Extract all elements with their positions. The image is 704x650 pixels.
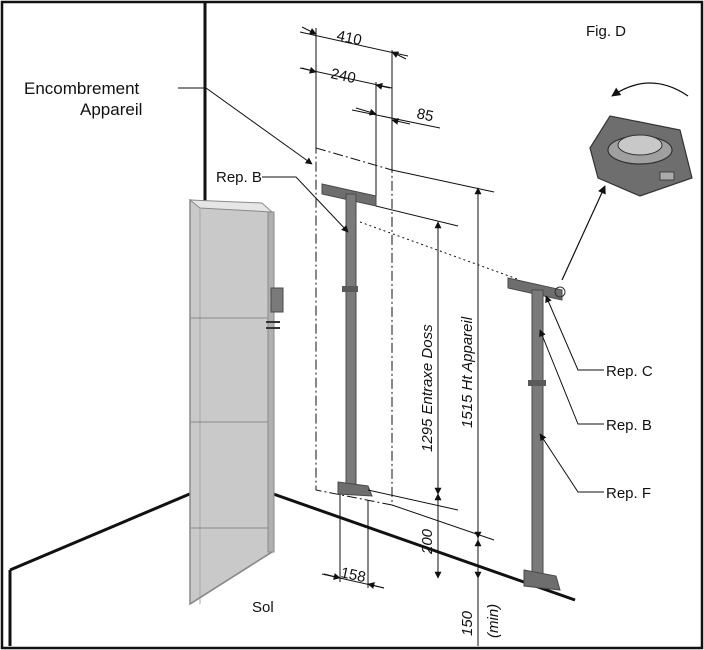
rep-b-left-leader: [262, 176, 349, 233]
detail-pointer: [561, 185, 606, 281]
rep-c-leader: [545, 295, 604, 371]
dim-85: [351, 107, 441, 129]
callout-rep-f: Rep. F: [606, 485, 651, 502]
dim-1295: [367, 205, 459, 511]
callout-rep-c: Rep. C: [606, 363, 653, 380]
room-walls: [8, 2, 576, 646]
rep-b-right-leader: [539, 329, 604, 425]
figure-label: Fig. D: [586, 23, 626, 40]
right-wall-bracket: [507, 277, 566, 591]
envelope-label-line2: Appareil: [80, 100, 142, 119]
detail-knob: [589, 82, 693, 197]
projection-line: [359, 221, 521, 281]
dim-200-label: 200: [419, 528, 436, 555]
rep-f-leader: [539, 433, 604, 493]
dim-410: [299, 26, 409, 170]
dim-410-label: 410: [335, 27, 363, 49]
dim-1515-label: 1515 Ht Appareil: [459, 316, 476, 428]
dim-158: [321, 494, 385, 589]
envelope-leader: [178, 87, 313, 165]
control-box: [270, 287, 284, 313]
dim-1295-label: 1295 Entraxe Doss: [419, 324, 436, 452]
radiator-appliance: [188, 199, 284, 606]
dim-158-label: 158: [339, 564, 367, 586]
dim-85-label: 85: [415, 105, 435, 125]
callout-rep-b-left: Rep. B: [216, 169, 262, 186]
left-wall-bracket: [321, 183, 377, 497]
callout-rep-b-right: Rep. B: [606, 417, 652, 434]
dim-240: [299, 66, 393, 196]
dim-150-note: (min): [485, 604, 502, 638]
dim-1515: [391, 169, 495, 541]
envelope-label-line1: Encombrement: [24, 79, 140, 98]
dim-240-label: 240: [329, 65, 357, 87]
dim-150-label: 150: [459, 610, 476, 636]
floor-label: Sol: [252, 599, 274, 616]
